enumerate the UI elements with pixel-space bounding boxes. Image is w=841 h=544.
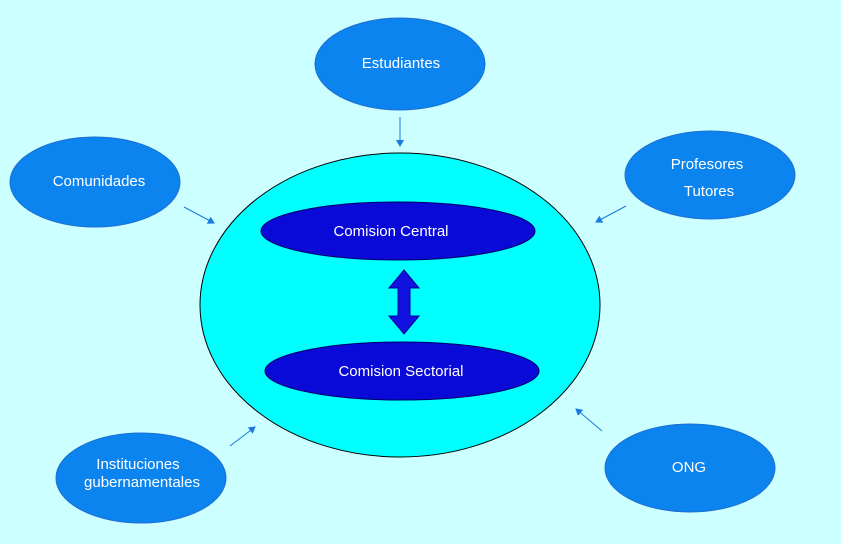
- connector-ong: [575, 408, 603, 432]
- comunidades-node[interactable]: Comunidades: [9, 136, 181, 228]
- comision-central-label: Comision Central: [333, 223, 448, 240]
- profesores-tutores-shape: [624, 130, 796, 220]
- comision-central-shape: [260, 201, 536, 261]
- profesores-label: Profesores: [671, 156, 744, 173]
- comision-sectorial-label: Comision Sectorial: [338, 363, 463, 380]
- instituciones-label: Instituciones: [96, 456, 179, 473]
- gubernamentales-label: gubernamentales: [84, 474, 200, 491]
- comunidades-label: Comunidades: [53, 173, 146, 190]
- instituciones-shape: [55, 432, 227, 524]
- double-arrow-icon: [387, 269, 421, 335]
- comision-central-node[interactable]: Comision Central: [260, 201, 536, 261]
- comunidades-shape: [9, 136, 181, 228]
- tutores-label: Tutores: [684, 183, 734, 200]
- ong-label: ONG: [672, 459, 706, 476]
- ong-shape: [604, 423, 776, 513]
- comision-sectorial-shape: [264, 341, 540, 401]
- comision-sectorial-node[interactable]: Comision Sectorial: [264, 341, 540, 401]
- ong-node[interactable]: ONG: [604, 423, 776, 513]
- connector-profesores: [595, 205, 627, 223]
- profesores-tutores-node[interactable]: Profesores Tutores: [624, 130, 796, 220]
- instituciones-node[interactable]: Instituciones gubernamentales: [55, 432, 227, 524]
- connector-comunidades: [183, 206, 215, 224]
- estudiantes-node[interactable]: Estudiantes: [314, 17, 486, 111]
- estudiantes-label: Estudiantes: [362, 55, 440, 72]
- connector-instituciones: [229, 426, 256, 447]
- estudiantes-shape: [314, 17, 486, 111]
